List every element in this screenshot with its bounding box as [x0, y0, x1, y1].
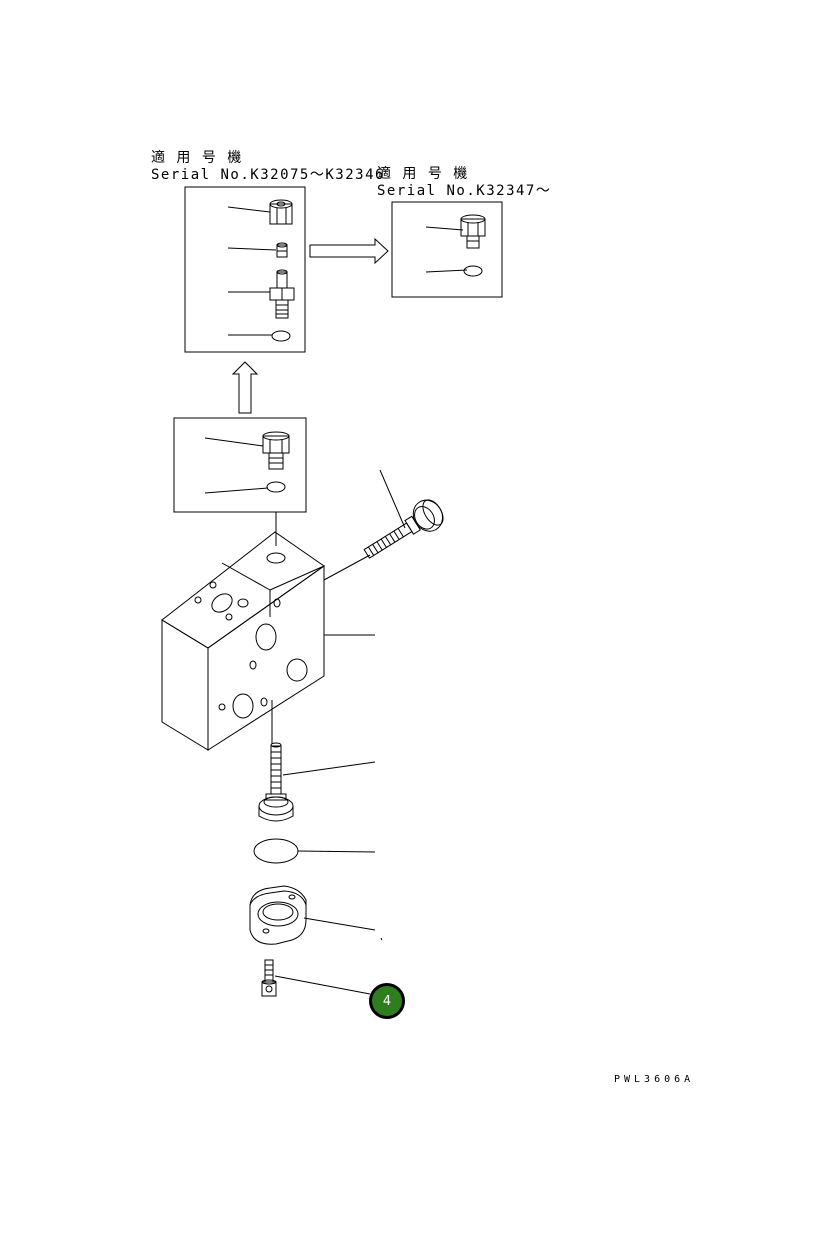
- new-serial-label: Serial No.K32347～: [377, 183, 552, 199]
- small-plug-icon: [277, 243, 287, 257]
- nut-icon: [270, 200, 292, 224]
- relief-valve-lower: [259, 743, 375, 821]
- adapter-fitting-icon: [270, 270, 294, 318]
- valve-block: [162, 532, 375, 750]
- new-version-parts-box: [392, 202, 502, 297]
- o-ring-icon: [267, 482, 285, 492]
- old-version-parts-box: [185, 187, 305, 352]
- old-serial-label: Serial No.K32075～K32346: [151, 167, 385, 183]
- plug-parts-box: [174, 418, 306, 512]
- flange: [250, 886, 382, 944]
- callout-part-4[interactable]: 4: [369, 983, 405, 1019]
- hex-plug-icon: [461, 215, 485, 248]
- hex-plug-icon: [263, 432, 289, 469]
- new-applicable-label: 適 用 号 機: [377, 166, 469, 182]
- check-valve-upper: [358, 470, 448, 567]
- old-applicable-label: 適 用 号 機: [151, 150, 243, 166]
- o-ring-large: [254, 839, 375, 863]
- arrow-up-icon: [233, 362, 257, 413]
- drawing-code: PWL3606A: [614, 1074, 695, 1085]
- bolt: [262, 960, 370, 996]
- o-ring-icon: [464, 266, 482, 276]
- arrow-right-icon: [310, 239, 388, 263]
- o-ring-icon: [272, 331, 290, 341]
